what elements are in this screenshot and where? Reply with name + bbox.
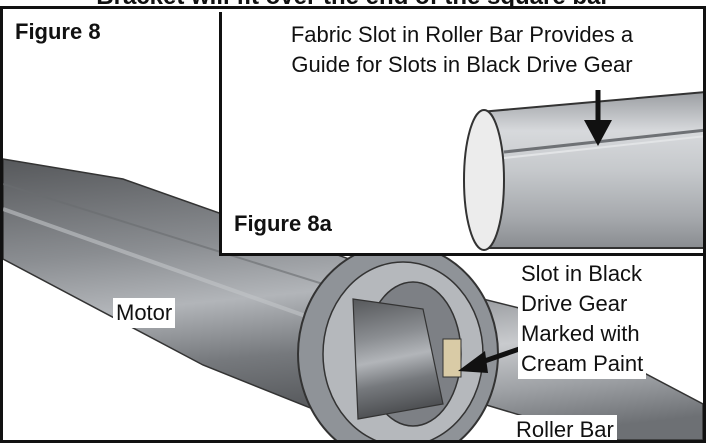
slot-arrow (458, 351, 488, 373)
inset-caption-line-2: Guide for Slots in Black Drive Gear (291, 52, 633, 77)
motor-roller-illustration (3, 158, 703, 440)
slot-callout-line-4: Cream Paint (521, 351, 644, 376)
figure-label: Figure 8 (15, 19, 101, 44)
slot-callout: Slot in Black Drive Gear Marked with Cre… (518, 259, 647, 379)
header-text: Bracket will fit over the end of the squ… (0, 0, 706, 9)
inset-label: Figure 8a (234, 211, 332, 236)
inset-caption: Fabric Slot in Roller Bar Provides a Gui… (222, 20, 702, 80)
inset-roller-body (479, 91, 703, 249)
slot-callout-line-2: Drive Gear (521, 291, 628, 316)
figure-8-frame: Figure 8 Fabric Slot in Roller Bar Provi… (0, 6, 706, 443)
fabric-slot-arrow (584, 120, 612, 146)
inset-caption-line-1: Fabric Slot in Roller Bar Provides a (290, 22, 634, 47)
slot-callout-line-1: Slot in Black (521, 261, 643, 286)
inset-roller-end (463, 109, 505, 251)
motor-label: Motor (113, 298, 176, 328)
roller-bar-inset-illustration (463, 90, 703, 251)
slot-callout-line-3: Marked with (521, 321, 640, 346)
figure-8a-inset: Fabric Slot in Roller Bar Provides a Gui… (219, 12, 703, 256)
roller-bar-label: Roller Bar (513, 415, 617, 440)
